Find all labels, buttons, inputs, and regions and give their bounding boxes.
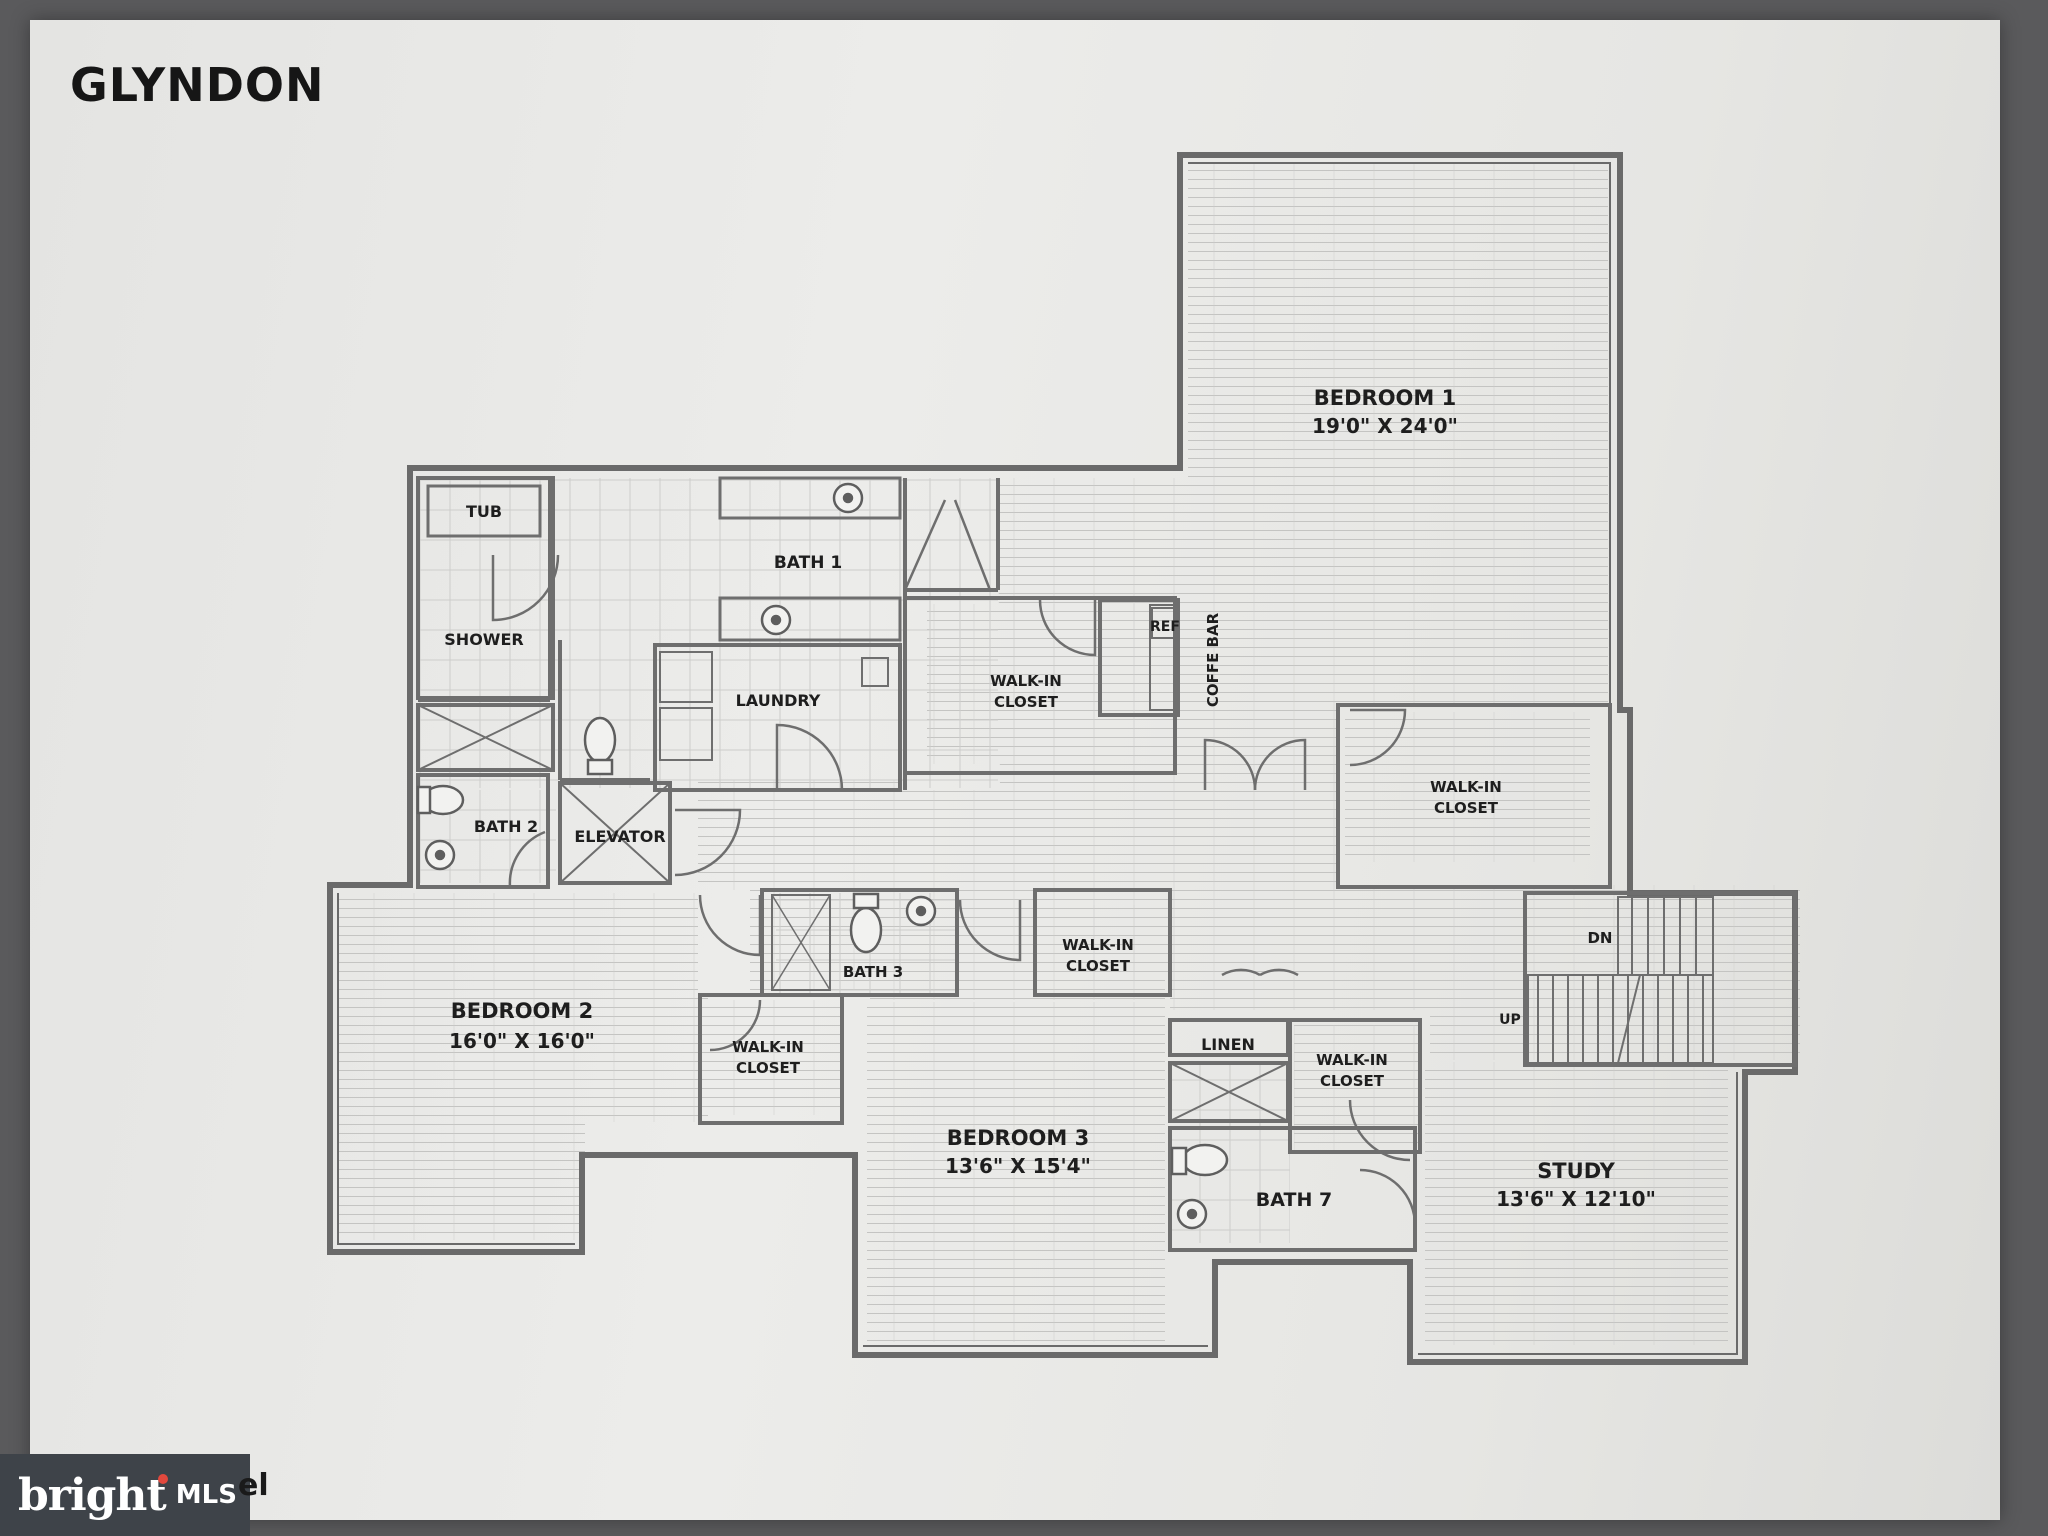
bedroom-1-name: BEDROOM 1 [1314, 386, 1456, 410]
bedroom-2-name: BEDROOM 2 [451, 999, 593, 1023]
walk-in-closet-4-line2: CLOSET [736, 1059, 801, 1077]
stairs-up-label: UP [1499, 1012, 1521, 1028]
walk-in-closet-3-line2: CLOSET [1066, 957, 1131, 975]
bedroom-3-size: 13'6" X 15'4" [945, 1154, 1091, 1178]
walk-in-closet-5-line2: CLOSET [1320, 1072, 1385, 1090]
watermark-dot-icon [158, 1474, 168, 1484]
walk-in-closet-4-line1: WALK-IN [732, 1038, 804, 1056]
bright-mls-watermark: bright MLS [0, 1454, 250, 1536]
shower-label: SHOWER [444, 630, 523, 649]
door-swings [491, 499, 1417, 1226]
bath-3-label: BATH 3 [843, 963, 903, 981]
tub-label: TUB [466, 502, 502, 521]
watermark-suffix: MLS [175, 1480, 237, 1510]
linen-label: LINEN [1201, 1035, 1255, 1054]
corner-text: el [238, 1468, 269, 1503]
stair-treads [1537, 897, 1704, 1064]
study-name: STUDY [1537, 1159, 1615, 1183]
stairs-down-label: DN [1587, 929, 1612, 947]
walk-in-closet-1-line1: WALK-IN [990, 672, 1062, 690]
bath-fixtures [416, 482, 1229, 1230]
walk-in-closet-1-line2: CLOSET [994, 693, 1059, 711]
walk-in-closet-2-line2: CLOSET [1434, 799, 1499, 817]
room-labels: BEDROOM 1 19'0" X 24'0" BEDROOM 2 16'0" … [444, 386, 1656, 1211]
watermark-word: bright [18, 1469, 167, 1521]
bedroom-2-size: 16'0" X 16'0" [449, 1029, 595, 1053]
study-size: 13'6" X 12'10" [1496, 1187, 1656, 1211]
walk-in-closet-5-line1: WALK-IN [1316, 1051, 1388, 1069]
plan-title: GLYNDON [70, 58, 325, 112]
bedroom-3-name: BEDROOM 3 [947, 1126, 1089, 1150]
coffee-bar-label: COFFE BAR [1204, 612, 1222, 707]
bedroom-1-size: 19'0" X 24'0" [1312, 414, 1458, 438]
ref-label: REF [1150, 619, 1180, 635]
bath-1-label: BATH 1 [774, 553, 842, 573]
bath-7-label: BATH 7 [1256, 1189, 1332, 1211]
elevator-label: ELEVATOR [574, 827, 665, 846]
bath-2-label: BATH 2 [474, 817, 538, 836]
laundry-label: LAUNDRY [736, 691, 821, 710]
walls [327, 152, 1798, 1365]
walk-in-closet-3-line1: WALK-IN [1062, 936, 1134, 954]
walk-in-closet-2-line1: WALK-IN [1430, 778, 1502, 796]
